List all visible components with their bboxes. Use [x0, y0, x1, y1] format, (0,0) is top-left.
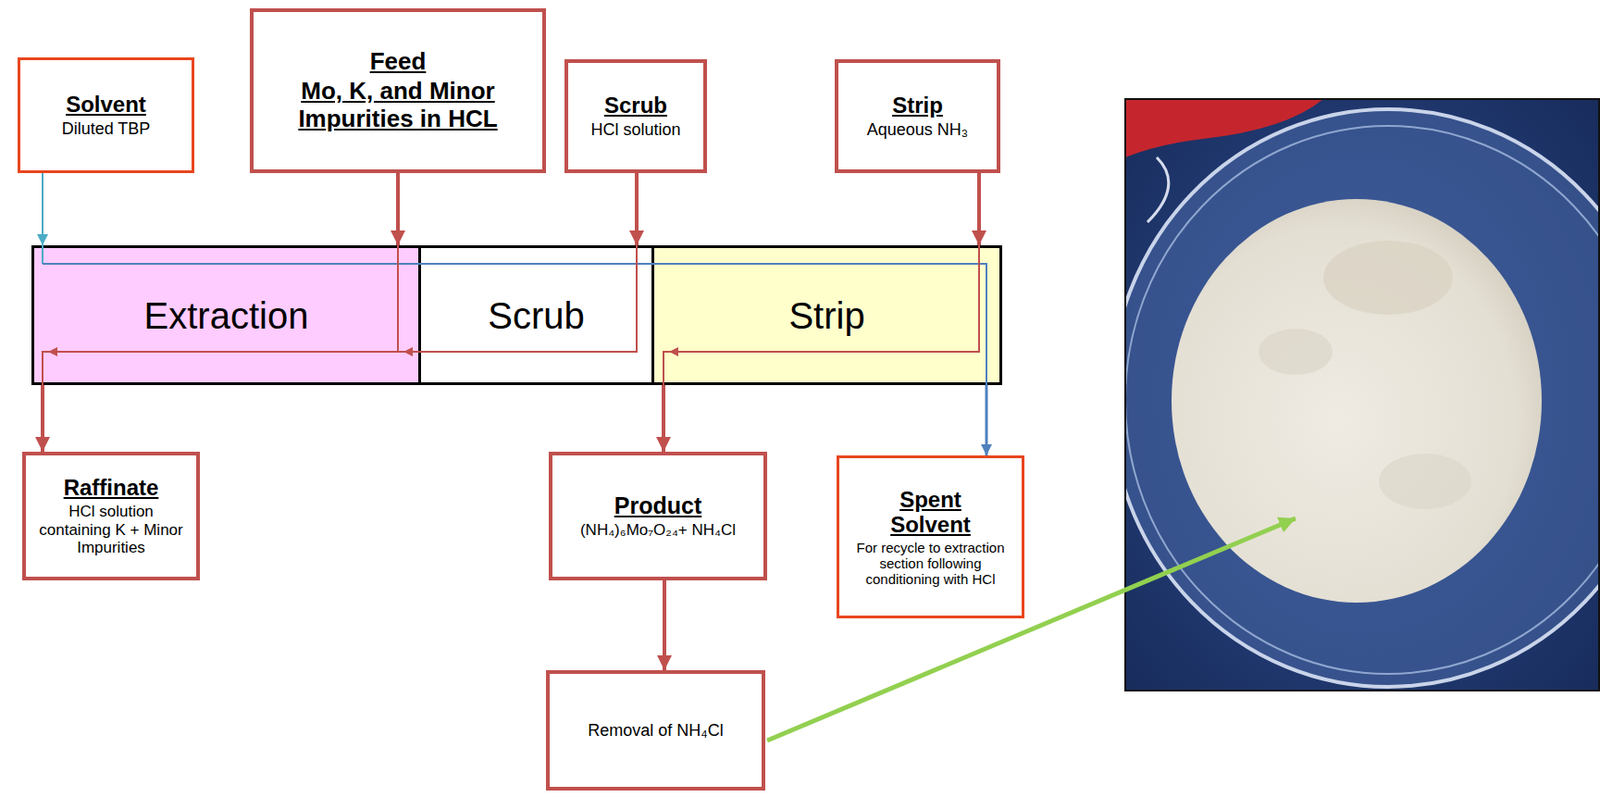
box-text: Removal of NH₄Cl: [587, 720, 723, 741]
flow-arrow: [977, 173, 981, 246]
input-box: ScrubHCl solution: [564, 59, 707, 174]
box-heading: Feed: [370, 48, 427, 76]
flow-arrow: [396, 173, 400, 246]
flow-arrow: [985, 384, 989, 456]
input-box: FeedMo, K, and Minor Impurities in HCL: [249, 8, 546, 174]
process-band: Strip: [651, 245, 1003, 385]
band-label: Scrub: [487, 294, 585, 337]
flow-arrowhead: [669, 350, 692, 353]
box-heading: Product: [614, 492, 702, 520]
powder-texture: [1378, 453, 1472, 509]
box-heading: Spent Solvent: [875, 486, 987, 538]
output-box: Product(NH₄)₆Mo₇O₂₄+ NH₄Cl: [548, 451, 768, 581]
dish-reflection: [1147, 157, 1169, 223]
flow-arrow: [41, 173, 44, 246]
box-text: (NH₄)₆Mo₇O₂₄+ NH₄Cl: [580, 520, 736, 540]
powder: [1171, 198, 1542, 603]
pointer-arrow: [767, 518, 1296, 741]
box-text: HCl solution: [590, 120, 681, 140]
input-box: StripAqueous NH₃: [834, 59, 1001, 174]
petri-dish-rim: [1125, 125, 1600, 674]
flow-arrow: [634, 173, 639, 246]
photo-image: [1125, 99, 1600, 691]
box-text: HCl solution containing K + Minor Impuri…: [33, 502, 189, 558]
process-band: Scrub: [418, 245, 655, 385]
photo-frame: [1125, 99, 1600, 691]
output-box: RaffinateHCl solution containing K + Min…: [22, 451, 200, 581]
box-heading: Strip: [892, 92, 943, 119]
flow-arrowhead: [48, 350, 71, 353]
organic-flow-line: [42, 263, 987, 385]
powder-texture: [1258, 328, 1333, 375]
flow-arrow: [662, 580, 667, 670]
band-label: Extraction: [144, 294, 310, 337]
box-heading: Raffinate: [63, 474, 160, 501]
input-box: SolventDiluted TBP: [17, 57, 195, 174]
box-text: Diluted TBP: [62, 119, 151, 139]
organic-flow-line: [41, 245, 44, 264]
box-text: Aqueous NH₃: [867, 120, 968, 140]
box-text: Mo, K, and Minor Impurities in HCL: [260, 77, 535, 134]
process-band: Extraction: [31, 245, 422, 385]
flow-arrow: [661, 384, 666, 452]
process-box: Removal of NH₄Cl: [545, 669, 766, 791]
band-label: Strip: [788, 294, 865, 337]
box-text: For recycle to extraction section follow…: [846, 539, 1015, 588]
aqueous-flow-line: [663, 245, 980, 385]
aqueous-flow-line: [396, 245, 399, 352]
aqueous-flow-line: [42, 245, 637, 385]
box-heading: Solvent: [65, 91, 147, 118]
powder-texture: [1323, 240, 1453, 315]
output-box: Spent SolventFor recycle to extraction s…: [836, 455, 1025, 619]
box-heading: Scrub: [604, 92, 668, 119]
internal-flow-lines: [42, 245, 987, 385]
flow-arrowhead: [403, 350, 426, 353]
petri-dish: [1125, 109, 1600, 687]
flow-arrow: [40, 384, 45, 452]
